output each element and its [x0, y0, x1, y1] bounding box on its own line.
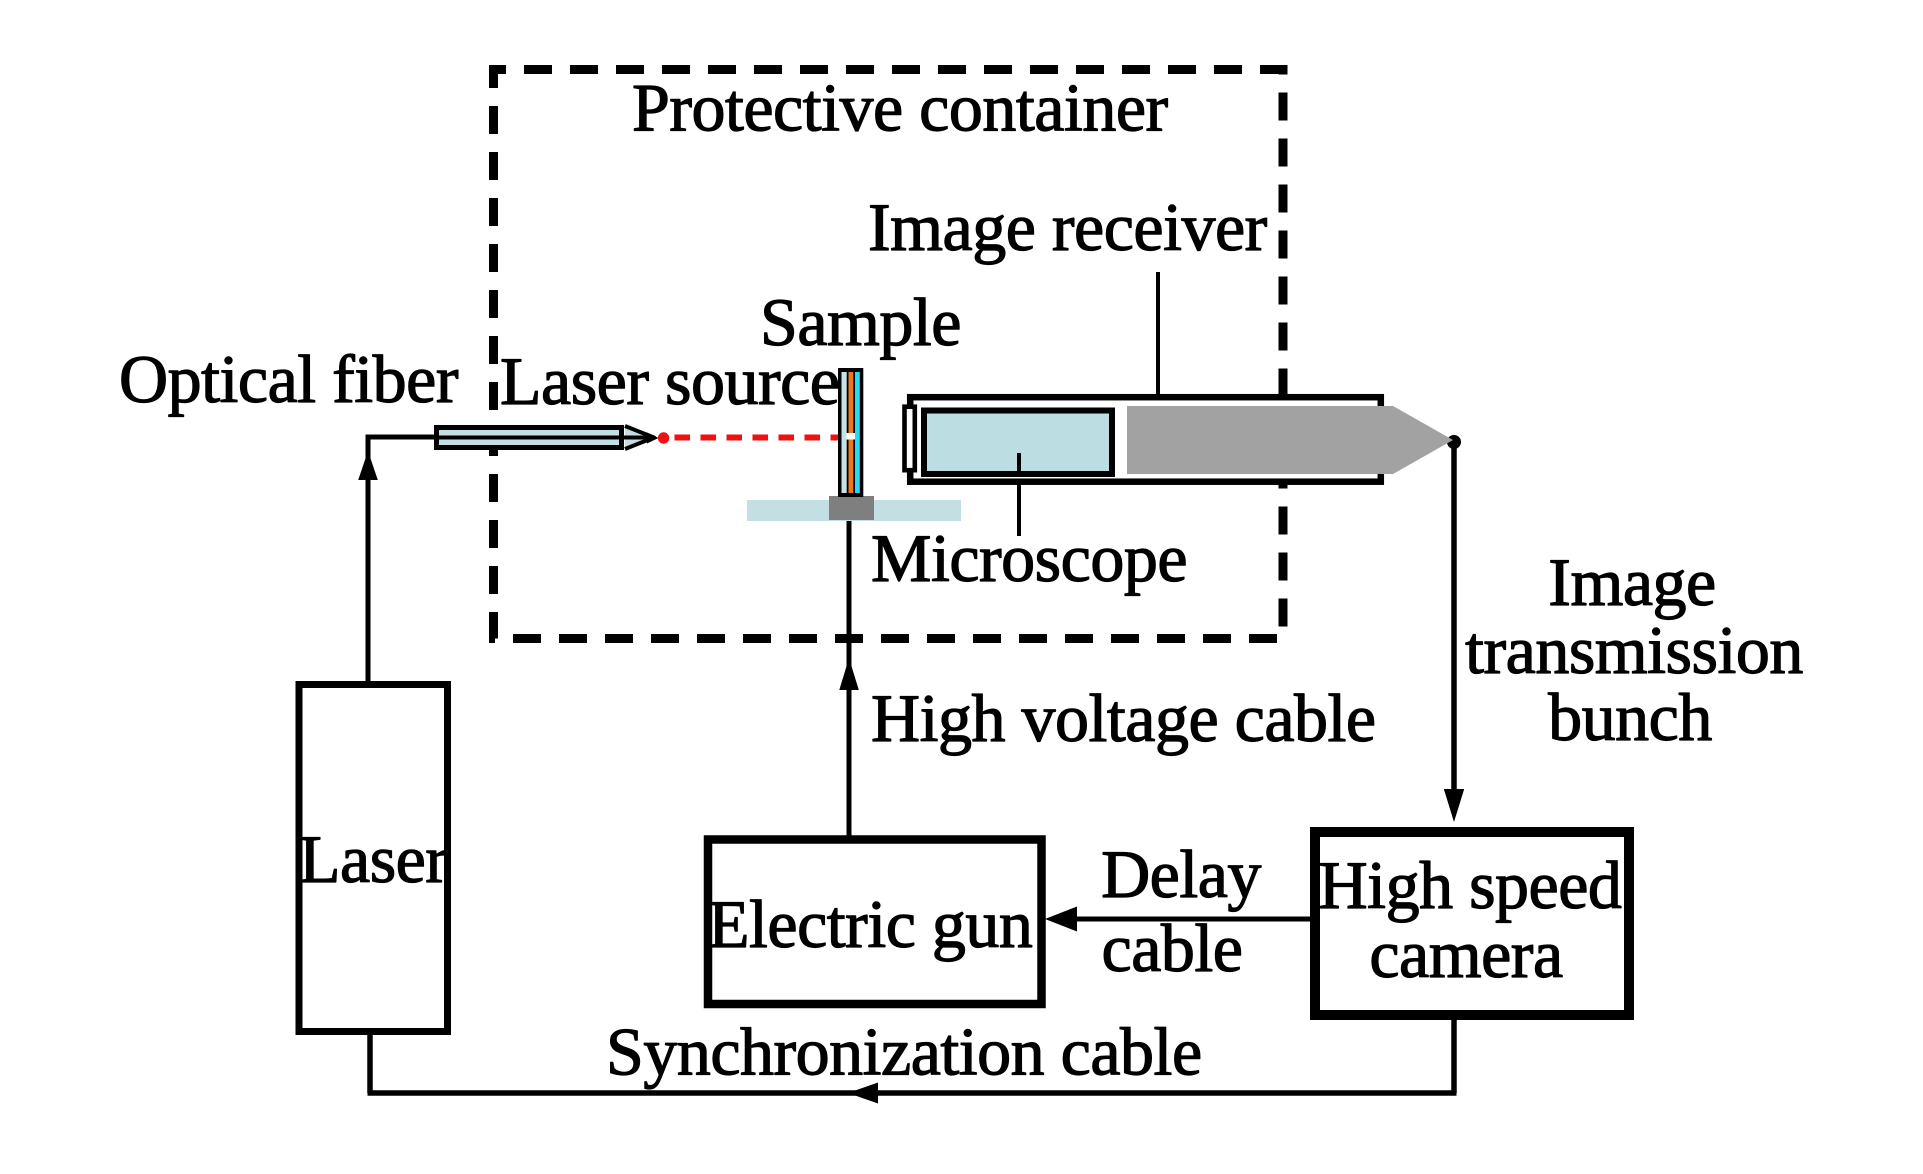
svg-text:High voltage cable: High voltage cable	[871, 680, 1376, 756]
svg-text:Image: Image	[1548, 544, 1715, 620]
svg-text:cable: cable	[1102, 910, 1243, 986]
svg-text:Laser source: Laser source	[500, 343, 839, 419]
svg-text:Electric gun: Electric gun	[708, 886, 1032, 962]
svg-text:Sample: Sample	[760, 284, 961, 360]
svg-text:Laser: Laser	[299, 821, 448, 897]
svg-text:Synchronization cable: Synchronization cable	[606, 1013, 1202, 1089]
svg-text:Microscope: Microscope	[871, 520, 1187, 596]
svg-text:Delay: Delay	[1101, 836, 1261, 912]
svg-text:transmission: transmission	[1465, 612, 1803, 688]
svg-text:Protective container: Protective container	[632, 69, 1169, 145]
svg-text:bunch: bunch	[1548, 679, 1712, 755]
svg-text:Optical fiber: Optical fiber	[119, 341, 459, 417]
svg-text:camera: camera	[1369, 916, 1563, 992]
svg-text:Image receiver: Image receiver	[868, 189, 1268, 265]
svg-text:High speed: High speed	[1319, 847, 1622, 923]
